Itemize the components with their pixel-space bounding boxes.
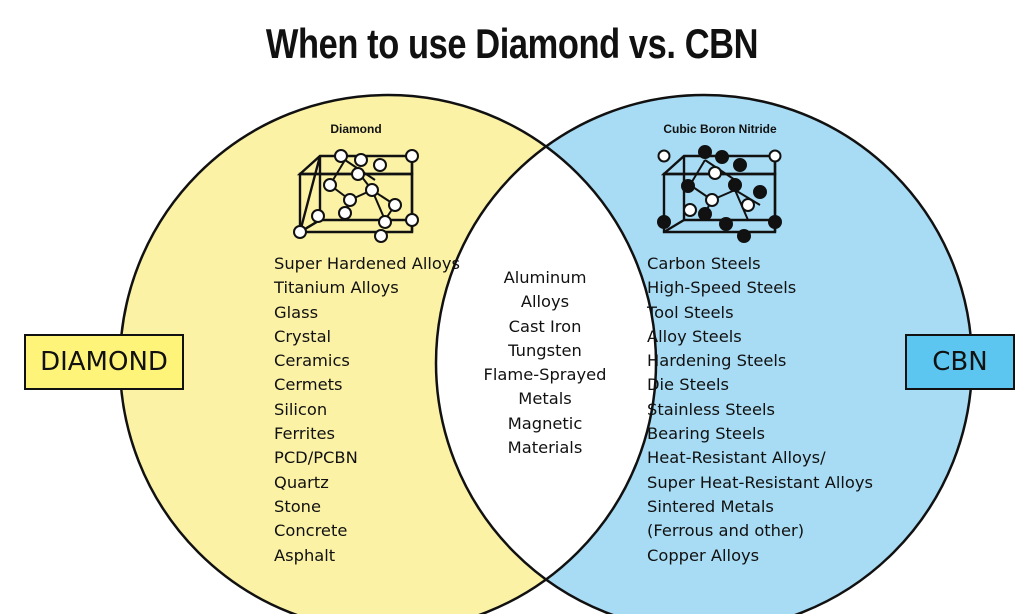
- diamond-material-item: PCD/PCBN: [274, 448, 358, 468]
- shared-material-item: Aluminum: [503, 268, 587, 287]
- diamond-material-item: Glass: [274, 302, 319, 322]
- diamond-material-item: Super Hardened Alloys: [274, 254, 460, 273]
- diamond-lattice-icon: [293, 149, 419, 243]
- diamond-material-item: Ferrites: [274, 424, 335, 444]
- cbn-lattice-icon: [657, 145, 782, 243]
- diamond-material-item: Silicon: [274, 399, 328, 419]
- cbn-material-item: Hardening Steels: [647, 351, 787, 371]
- shared-material-item: Alloys: [520, 292, 570, 312]
- shared-material-item: Materials: [507, 438, 583, 458]
- cbn-material-item: (Ferrous and other): [647, 521, 805, 541]
- cbn-material-item: Carbon Steels: [647, 254, 761, 273]
- shared-material-item: Tungsten: [508, 340, 582, 360]
- page-title: When to use Diamond vs. CBN: [265, 20, 759, 67]
- cbn-label-box: CBN: [905, 334, 1015, 390]
- shared-material-item: Flame-Sprayed: [483, 365, 607, 385]
- diamond-label-box: DIAMOND: [24, 334, 184, 390]
- diamond-material-item: Stone: [274, 496, 322, 516]
- diamond-material-item: Quartz: [274, 472, 329, 492]
- cbn-material-item: Copper Alloys: [647, 545, 760, 565]
- cbn-material-item: Bearing Steels: [647, 424, 765, 444]
- cbn-material-item: Alloy Steels: [647, 326, 742, 346]
- diamond-material-item: Titanium Alloys: [274, 278, 399, 298]
- diamond-material-item: Cermets: [274, 375, 343, 395]
- shared-material-item: Cast Iron: [508, 316, 582, 336]
- diamond-crystal-label: Diamond: [330, 122, 382, 136]
- cbn-crystal-label: Cubic Boron Nitride: [663, 122, 777, 136]
- cbn-material-item: Die Steels: [647, 375, 730, 395]
- cbn-material-item: Sintered Metals: [647, 496, 774, 516]
- cbn-material-item: Super Heat-Resistant Alloys: [647, 472, 873, 492]
- cbn-material-item: Tool Steels: [647, 302, 734, 322]
- diamond-material-item: Concrete: [274, 521, 348, 541]
- diamond-material-item: Crystal: [274, 326, 332, 346]
- diamond-material-item: Ceramics: [274, 351, 350, 371]
- cbn-material-item: Stainless Steels: [647, 399, 775, 419]
- cbn-material-item: Heat-Resistant Alloys/: [647, 448, 826, 468]
- shared-material-item: Magnetic: [507, 413, 583, 433]
- shared-material-item: Metals: [518, 389, 572, 409]
- cbn-material-item: High-Speed Steels: [647, 278, 797, 298]
- diamond-material-item: Asphalt: [274, 545, 336, 565]
- overlap-region: [436, 95, 656, 614]
